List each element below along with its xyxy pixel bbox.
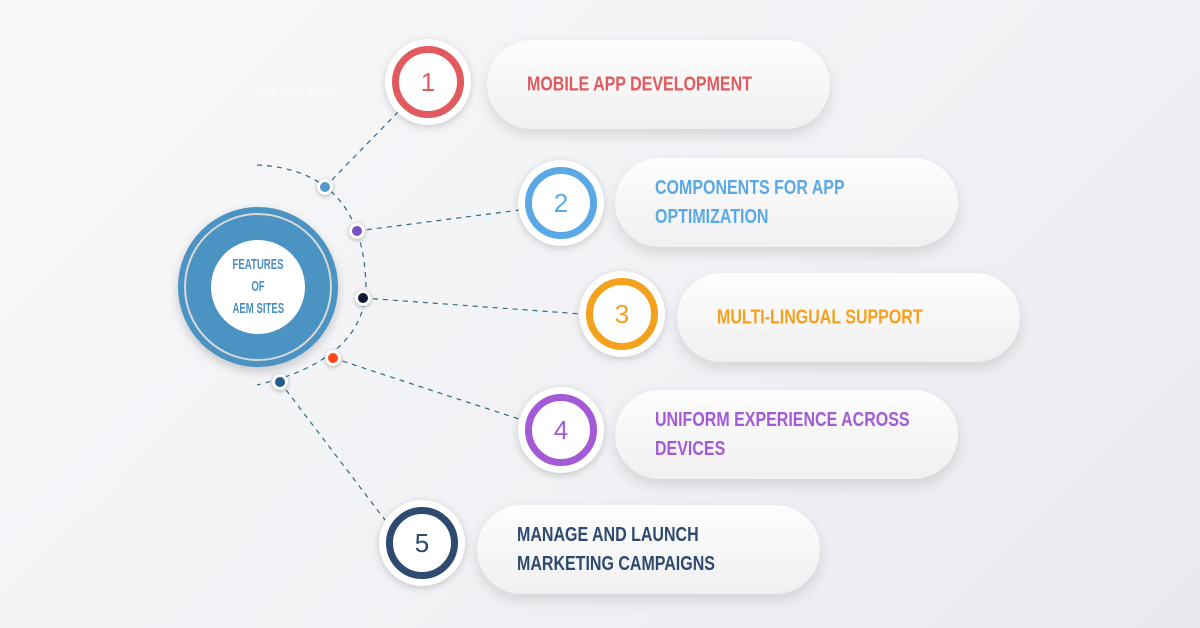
title-placeholder: TITLE GOES HERE [254, 87, 331, 97]
connector-2 [356, 209, 521, 232]
feature-label: Manage and Launch Marketing Campaigns [517, 523, 715, 575]
feature-label: Components for App Optimization [655, 176, 845, 228]
arc-connector [256, 164, 367, 386]
connector-5 [279, 381, 386, 521]
feature-number-badge-3: 3 [579, 271, 665, 357]
connector-4 [332, 357, 523, 421]
feature-number: 4 [525, 394, 597, 466]
feature-card-2: Components for App Optimization [615, 158, 958, 247]
feature-card-5: Manage and Launch Marketing Campaigns [477, 505, 820, 594]
feature-number-badge-4: 4 [518, 387, 604, 473]
hub-title-line2: AEM SITES [232, 300, 284, 317]
feature-card-3: Multi-Lingual Support [677, 273, 1020, 362]
feature-number: 5 [386, 507, 458, 579]
feature-label: Uniform Experience Across Devices [655, 408, 910, 460]
feature-label: Mobile App Development [527, 73, 752, 95]
node-dot-5 [272, 374, 288, 390]
node-dot-4 [325, 350, 341, 366]
node-dot-3 [355, 290, 371, 306]
central-hub: FEATURES OF AEM SITES [178, 207, 338, 367]
feature-number-badge-5: 5 [379, 500, 465, 586]
connector-3 [362, 297, 583, 315]
node-dot-2 [349, 223, 365, 239]
feature-label: Multi-Lingual Support [717, 306, 923, 328]
feature-number: 1 [392, 46, 464, 118]
hub-title-line1: FEATURES OF [232, 256, 284, 295]
connector-1 [324, 111, 399, 188]
feature-card-4: Uniform Experience Across Devices [615, 390, 958, 479]
feature-number: 2 [525, 167, 597, 239]
feature-number: 3 [586, 278, 658, 350]
feature-number-badge-1: 1 [385, 39, 471, 125]
feature-card-1: Mobile App Development [487, 40, 830, 129]
node-dot-1 [317, 179, 333, 195]
feature-number-badge-2: 2 [518, 160, 604, 246]
